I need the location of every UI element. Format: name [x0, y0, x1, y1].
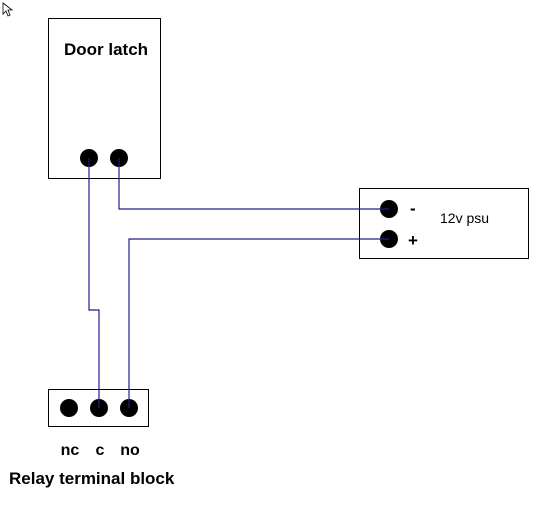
wire-latch-to-relay-c — [88, 158, 100, 408]
psu-minus-label: - — [410, 199, 416, 218]
psu: - + 12v psu — [359, 188, 529, 259]
relay-terminal-nc — [60, 399, 78, 417]
relay-block: nc c no Relay terminal block — [9, 389, 175, 488]
relay-block-title: Relay terminal block — [9, 469, 175, 488]
psu-plus-label: + — [408, 231, 418, 250]
door-latch-box — [48, 18, 161, 179]
door-latch-title: Door latch — [64, 40, 148, 59]
mouse-cursor-icon — [2, 2, 14, 17]
relay-terminal-label-c: c — [96, 442, 105, 459]
wires — [88, 158, 389, 408]
psu-title: 12v psu — [440, 210, 489, 226]
wire-psu-positive-to-relay-no — [128, 238, 389, 408]
relay-terminal-label-nc: nc — [61, 442, 80, 459]
wire-latch-to-psu-negative — [118, 158, 389, 210]
door-latch: Door latch — [48, 18, 161, 179]
relay-terminal-label-no: no — [120, 442, 140, 459]
